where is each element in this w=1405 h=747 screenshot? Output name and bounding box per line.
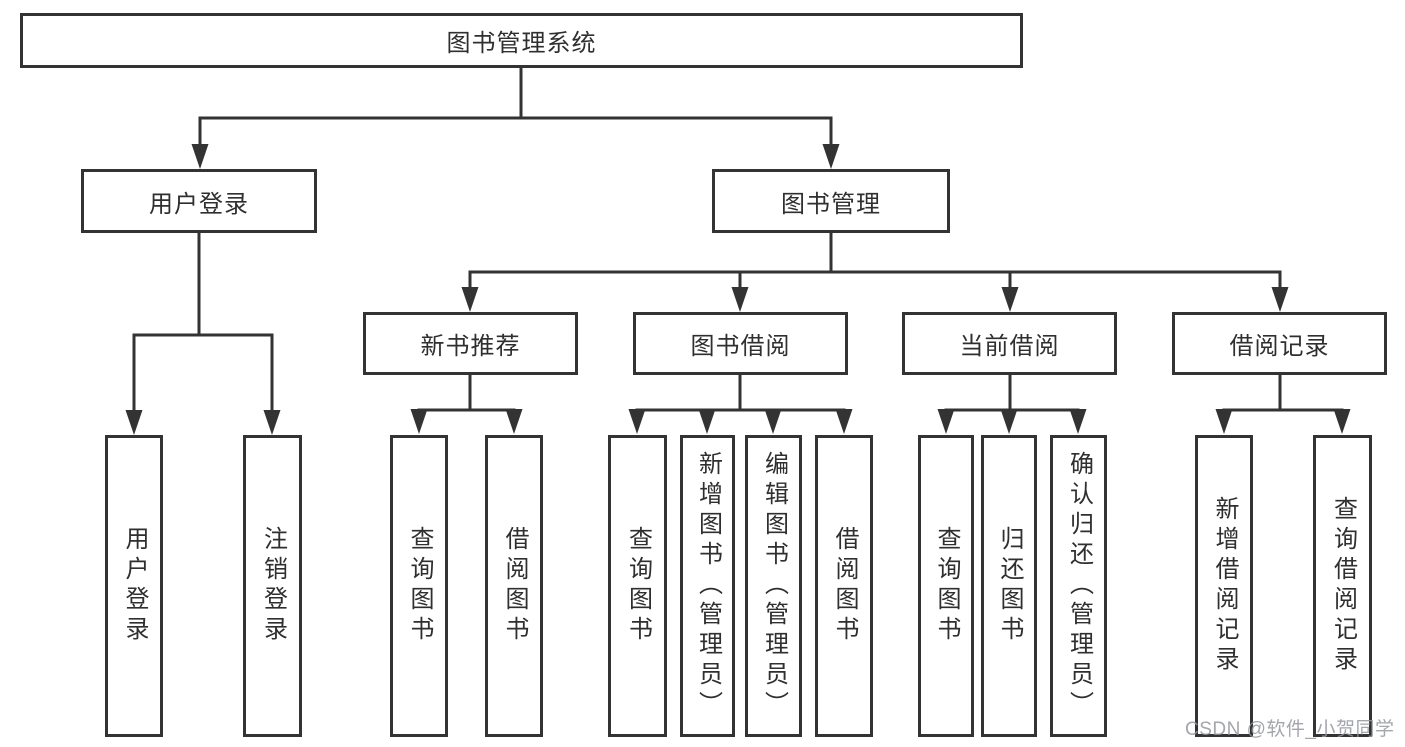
node-book-mgmt: 图书管理: [712, 169, 950, 233]
leaf-logout: 注销登录: [243, 435, 302, 737]
connector-current-borrow: [944, 373, 1080, 412]
arrowhead-icons: [125, 144, 1351, 435]
leaf-current-query: 查询图书: [918, 435, 974, 737]
watermark-text: CSDN @软件_小贺同学: [1185, 719, 1395, 740]
leaf-user-login: 用户登录: [105, 435, 163, 737]
leaf-newbooks-query: 查询图书: [390, 435, 448, 737]
leaf-borrow-edit: 编辑图书（管理员）: [745, 435, 802, 737]
node-root: 图书管理系统: [20, 13, 1023, 68]
node-user-login: 用户登录: [81, 169, 317, 233]
node-current-borrow: 当前借阅: [902, 312, 1117, 375]
leaf-borrow-borrow: 借阅图书: [815, 435, 873, 737]
connector-root: [198, 66, 833, 147]
connector-new-books: [417, 373, 516, 412]
leaf-records-query: 查询借阅记录: [1313, 435, 1372, 737]
leaf-borrow-query: 查询图书: [608, 435, 667, 737]
leaf-current-confirm: 确认归还（管理员）: [1050, 435, 1107, 737]
connector-borrow-records: [1222, 373, 1344, 412]
node-new-books: 新书推荐: [363, 312, 578, 375]
node-book-borrow: 图书借阅: [633, 312, 848, 375]
node-borrow-records: 借阅记录: [1172, 312, 1387, 375]
connector-book-mgmt: [468, 231, 1282, 290]
leaf-newbooks-borrow: 借阅图书: [485, 435, 543, 737]
leaf-current-return: 归还图书: [981, 435, 1037, 737]
connector-user-login: [132, 231, 274, 412]
leaf-records-add: 新增借阅记录: [1195, 435, 1253, 737]
connector-book-borrow: [635, 373, 846, 412]
leaf-borrow-add: 新增图书（管理员）: [680, 435, 735, 737]
